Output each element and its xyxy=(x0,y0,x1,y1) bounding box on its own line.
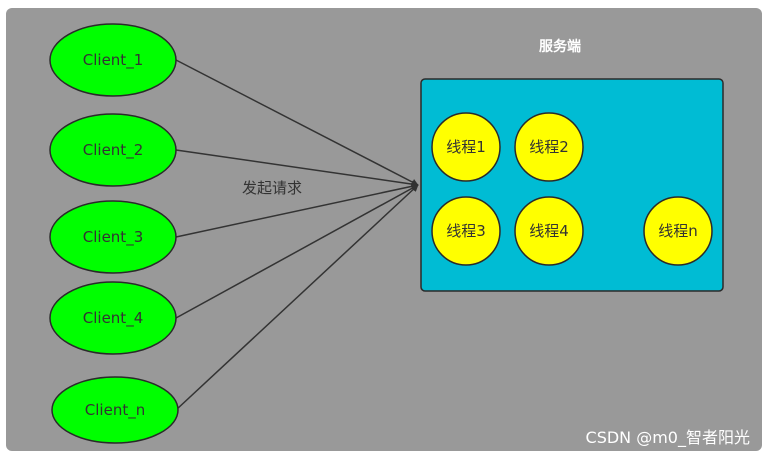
edges xyxy=(175,59,419,411)
client-node: Client_3 xyxy=(49,200,177,274)
client-label: Client_n xyxy=(85,401,145,420)
thread-label: 线程2 xyxy=(529,138,569,156)
server-title: 服务端 xyxy=(539,38,581,55)
thread-label: 线程4 xyxy=(529,222,569,240)
thread-nodes: 线程1 线程2 线程3 线程4 线程n xyxy=(431,112,713,266)
client-label: Client_1 xyxy=(83,51,143,70)
edge-label: 发起请求 xyxy=(242,179,302,197)
edge-client-4 xyxy=(175,184,419,319)
edge-client-3 xyxy=(175,182,419,238)
client-node: Client_4 xyxy=(49,281,177,355)
client-label: Client_4 xyxy=(83,309,143,328)
thread-node: 线程4 xyxy=(514,196,584,266)
thread-label: 线程3 xyxy=(446,222,486,240)
thread-node: 线程2 xyxy=(514,112,584,182)
thread-label: 线程n xyxy=(658,222,698,240)
thread-node: 线程1 xyxy=(431,112,501,182)
watermark: CSDN @m0_智者阳光 xyxy=(586,428,750,448)
thread-node: 线程3 xyxy=(431,196,501,266)
client-node: Client_n xyxy=(51,376,179,444)
client-label: Client_2 xyxy=(83,141,143,160)
thread-label: 线程1 xyxy=(446,138,486,156)
client-node: Client_2 xyxy=(49,113,177,187)
client-nodes: Client_1 Client_2 Client_3 Client_4 Clie… xyxy=(49,23,179,444)
edge-client-n xyxy=(175,184,419,411)
edge-client-1 xyxy=(175,59,419,186)
client-node: Client_1 xyxy=(49,23,177,97)
thread-node: 线程n xyxy=(643,196,713,266)
edge-client-2 xyxy=(175,149,419,188)
client-label: Client_3 xyxy=(83,228,143,247)
